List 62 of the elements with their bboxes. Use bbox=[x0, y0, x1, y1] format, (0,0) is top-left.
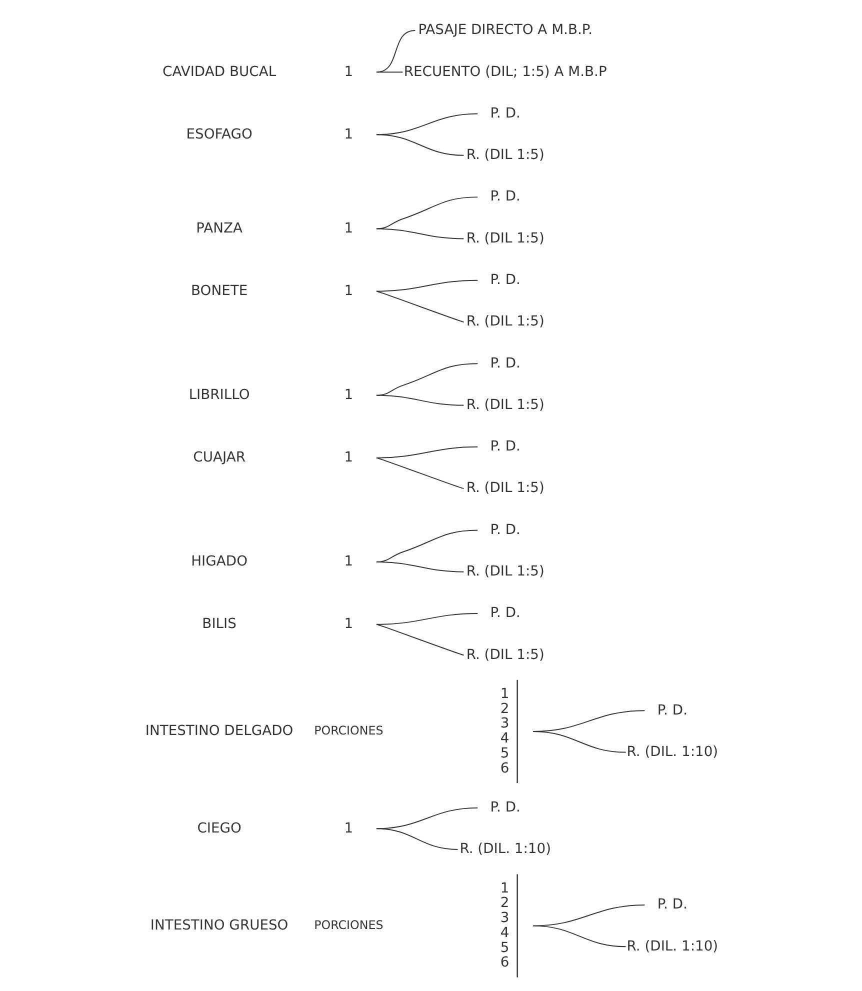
label: PANZA bbox=[196, 220, 242, 236]
node-text: 1 bbox=[344, 616, 353, 632]
connector bbox=[375, 613, 478, 625]
connector bbox=[375, 290, 464, 322]
connector bbox=[375, 228, 464, 240]
node-text: 1 2 3 4 5 6 bbox=[500, 880, 509, 971]
connector bbox=[532, 925, 626, 948]
connector bbox=[375, 196, 478, 230]
node-text: PASAJE DIRECTO A M.B.P. bbox=[418, 22, 592, 38]
node-text: P. D. bbox=[490, 438, 520, 455]
node-text: R. (DIL 1:5) bbox=[466, 646, 544, 663]
label: BONETE bbox=[190, 282, 248, 299]
node-text: R. (DIL 1:5) bbox=[466, 230, 544, 246]
node-text: R. (DIL 1:5) bbox=[466, 396, 544, 413]
node-text: RECUENTO (DIL; 1:5) A M.B.P bbox=[403, 64, 606, 80]
node-text: R. (DIL 1:5) bbox=[466, 564, 544, 580]
node-text: 1 bbox=[344, 820, 353, 836]
node-text: R. (DIL. 1:10) bbox=[626, 744, 718, 760]
node-text: 1 bbox=[344, 387, 353, 404]
connector bbox=[375, 72, 403, 73]
label: LIBRILLO bbox=[188, 387, 250, 404]
node-text: P. D. bbox=[490, 605, 520, 622]
connector bbox=[375, 394, 464, 406]
node-text: 1 bbox=[344, 449, 353, 466]
node-text: 1 bbox=[344, 220, 353, 236]
node-text: R. (DIL. 1:10) bbox=[626, 938, 718, 954]
node-text: P. D. bbox=[490, 355, 520, 372]
node-text: P. D. bbox=[490, 522, 520, 538]
node-text: 1 bbox=[344, 64, 353, 80]
node-text: P. D. bbox=[490, 272, 520, 288]
node-text: R. (DIL 1:5) bbox=[466, 314, 544, 330]
connector bbox=[375, 30, 416, 73]
node-text: P. D. bbox=[490, 188, 520, 205]
node-text: 1 2 3 4 5 6 bbox=[500, 686, 509, 776]
label: CIEGO bbox=[196, 820, 241, 836]
node-text: 1 bbox=[344, 554, 353, 570]
connector bbox=[532, 730, 626, 753]
label: ESOFAGO bbox=[186, 126, 252, 142]
node-text: R. (DIL 1:5) bbox=[466, 147, 544, 164]
label: PORCIONES bbox=[314, 724, 383, 738]
node-text: P. D. bbox=[656, 896, 687, 913]
connector bbox=[375, 134, 464, 156]
node-text: P. D. bbox=[490, 105, 520, 122]
label: HIGADO bbox=[190, 554, 248, 570]
connector bbox=[375, 561, 464, 572]
label: CAVIDAD BUCAL bbox=[162, 64, 276, 80]
node-text: R. (DIL. 1:10) bbox=[459, 841, 551, 858]
label: PORCIONES bbox=[314, 918, 383, 932]
node-text: 1 bbox=[344, 282, 353, 299]
label: BILIS bbox=[202, 616, 236, 632]
node-text: P. D. bbox=[656, 702, 687, 718]
connector bbox=[375, 446, 478, 458]
node-text: R. (DIL 1:5) bbox=[466, 480, 544, 496]
node-text: 1 bbox=[344, 126, 353, 142]
connector bbox=[375, 828, 458, 850]
label: CUAJAR bbox=[192, 449, 245, 466]
label: INTESTINO DELGADO bbox=[144, 723, 293, 740]
connector bbox=[375, 624, 464, 656]
label: INTESTINO GRUESO bbox=[150, 917, 288, 934]
node-text: P. D. bbox=[490, 799, 520, 816]
connector bbox=[375, 280, 478, 292]
connector bbox=[375, 457, 464, 490]
